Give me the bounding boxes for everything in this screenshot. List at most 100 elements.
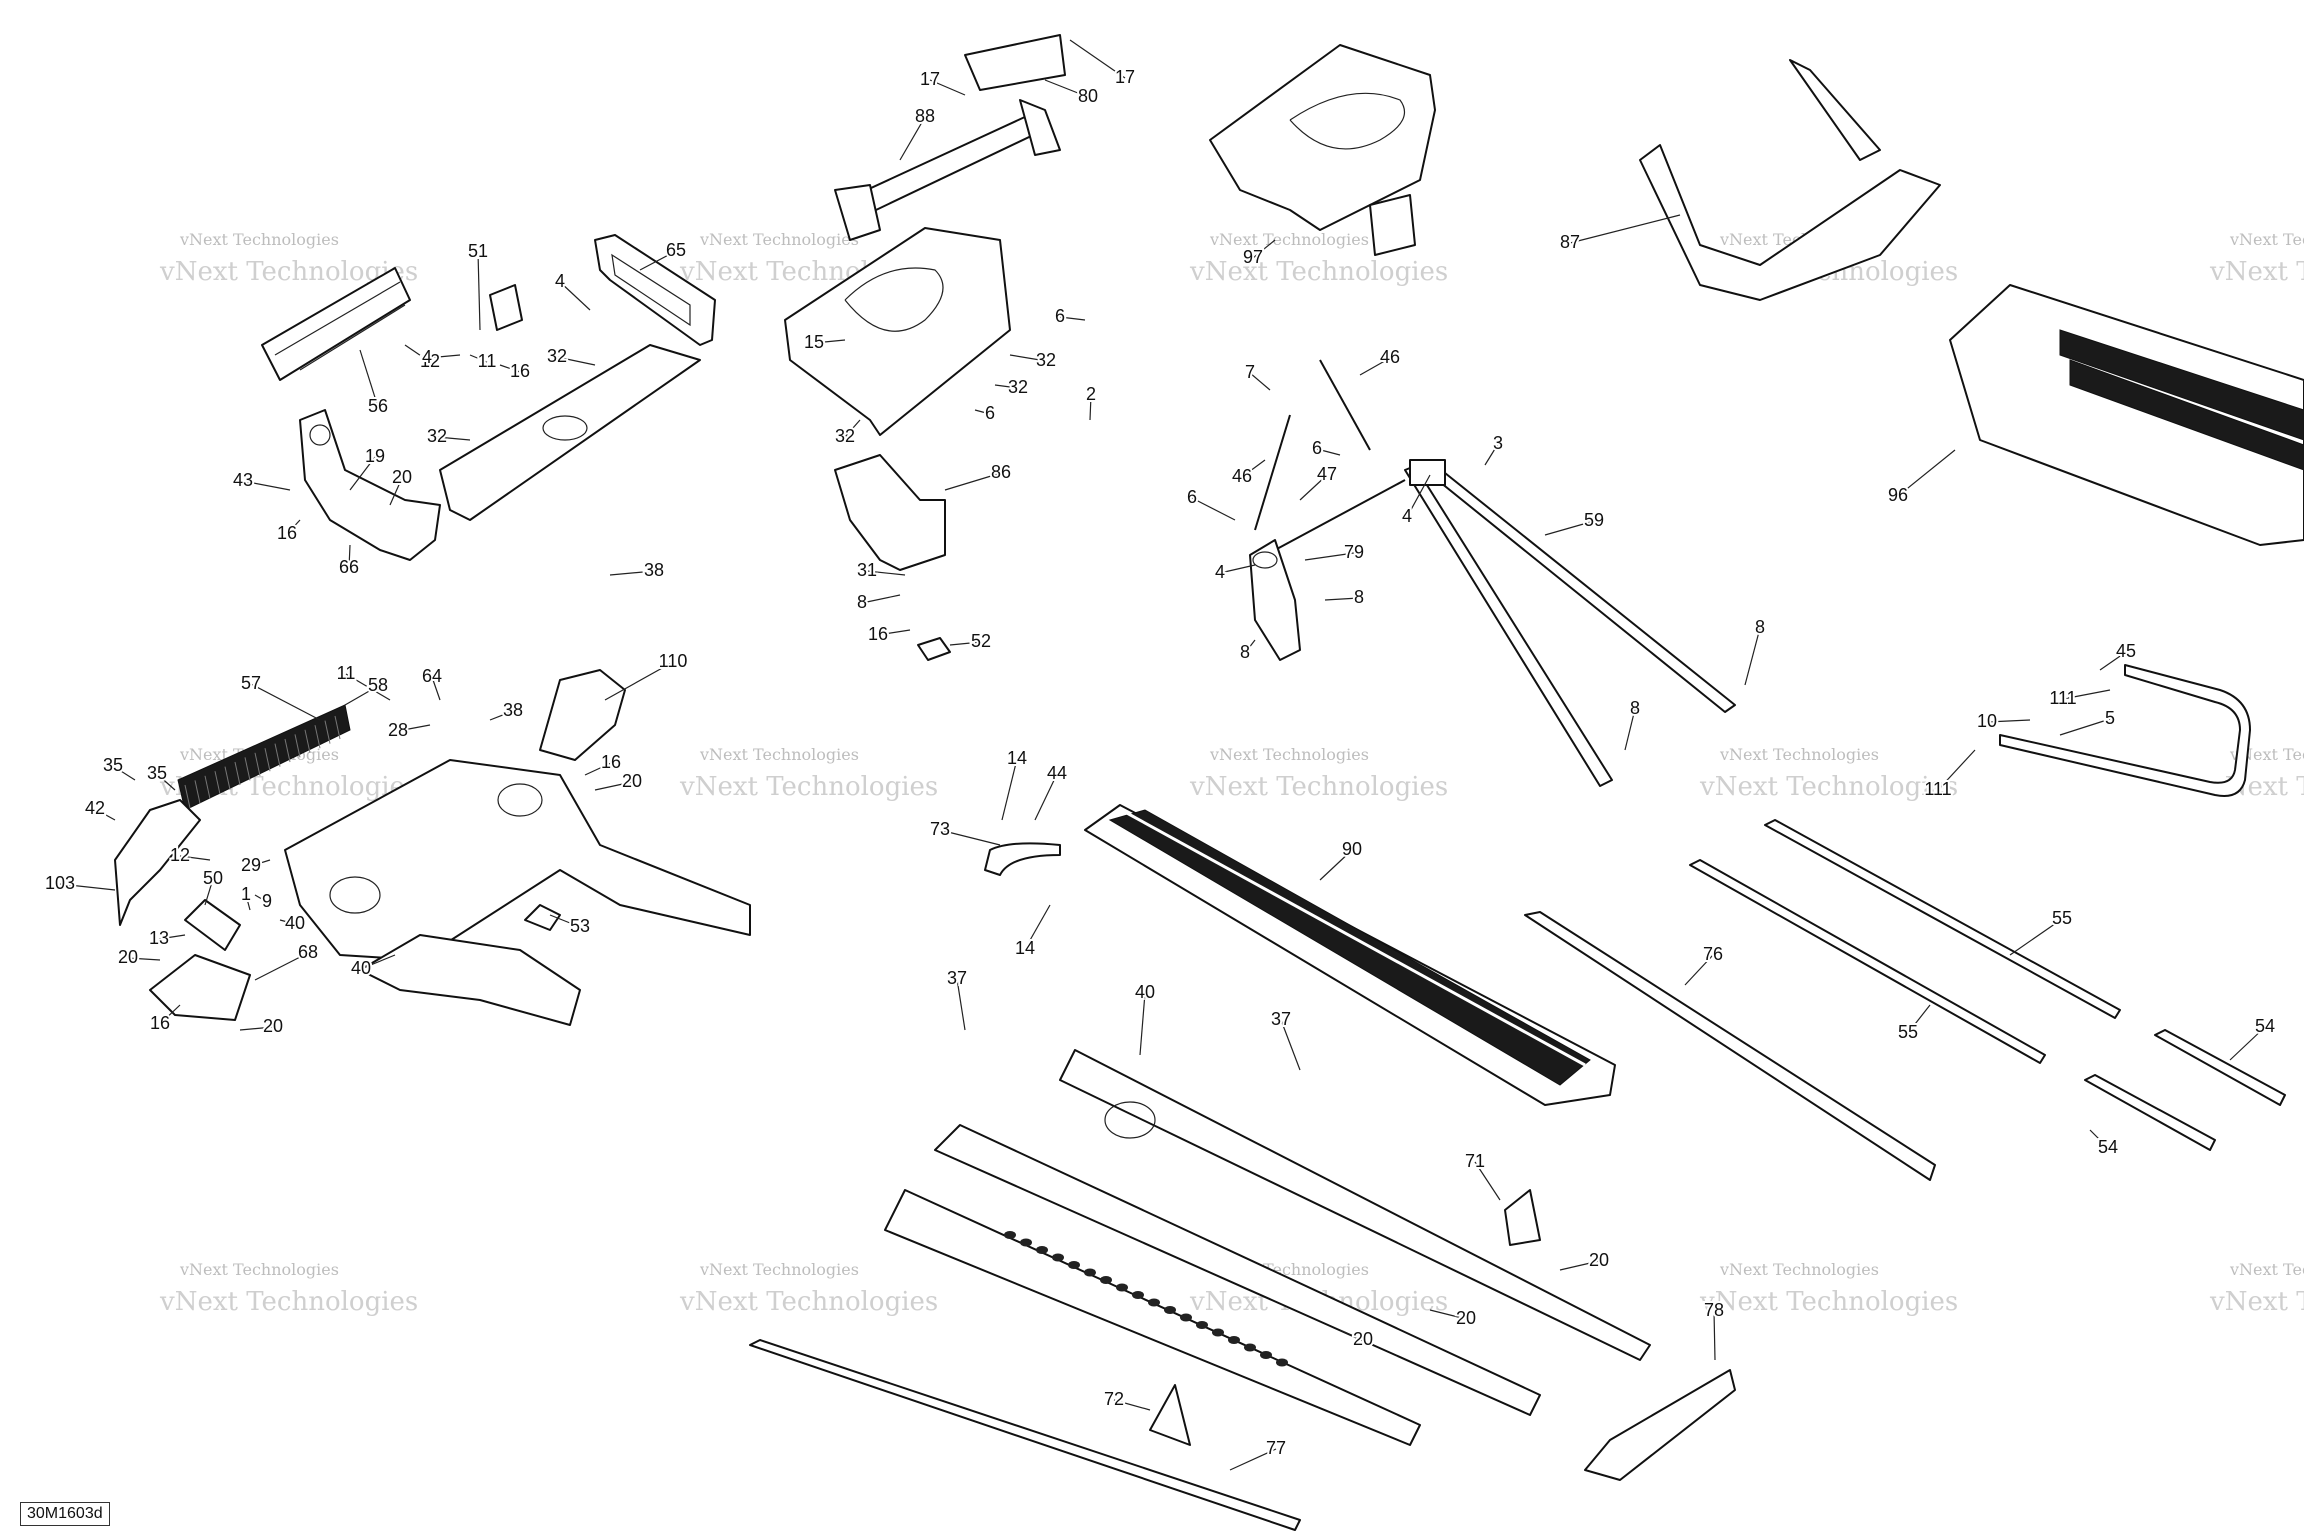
callout-number: 59 xyxy=(1584,510,1604,530)
callout-number: 103 xyxy=(45,873,75,893)
callout-number: 46 xyxy=(1380,347,1400,367)
callout-number: 78 xyxy=(1704,1300,1724,1320)
watermark-line1: vNext Technologies xyxy=(179,230,339,249)
callout-number: 20 xyxy=(118,947,138,967)
callout-leader xyxy=(956,978,966,1031)
radiator-fin xyxy=(314,725,321,749)
tunnel-slot xyxy=(1020,1238,1032,1247)
tunnel-slot xyxy=(1068,1261,1080,1269)
callout-number: 8 xyxy=(1755,617,1765,637)
callout-number: 8 xyxy=(857,592,867,612)
tunnel-slot xyxy=(1052,1253,1064,1262)
callout-number: 110 xyxy=(659,651,688,671)
watermark-line1: vNext Technologies xyxy=(1719,745,1879,764)
callout-leader xyxy=(469,354,488,363)
watermark-line1: vNext Technologies xyxy=(699,1260,859,1279)
callout-leader xyxy=(584,762,612,776)
part-plate-68 xyxy=(149,954,251,1021)
callout-leader xyxy=(254,952,309,981)
part-tierods-59 xyxy=(1404,459,1736,787)
radiator-fin xyxy=(194,780,201,804)
callout-leader xyxy=(944,472,1002,491)
callout-leader xyxy=(2009,918,2063,956)
callout-number: 72 xyxy=(1104,1389,1124,1409)
callout-number: 16 xyxy=(601,752,621,772)
callout-number: 4 xyxy=(422,347,432,367)
part-exchanger-50 xyxy=(184,899,241,951)
callout-number: 40 xyxy=(1135,982,1155,1002)
tunnel-slot xyxy=(1100,1276,1112,1284)
callout-leader xyxy=(1252,239,1276,259)
radiator-fin xyxy=(324,720,331,744)
callout-leader xyxy=(1339,1329,1364,1341)
callout-leader xyxy=(1897,449,1956,497)
callout-number: 58 xyxy=(368,675,388,695)
tunnel-slot xyxy=(1196,1321,1208,1329)
callout-number: 66 xyxy=(339,557,359,577)
callout-number: 42 xyxy=(85,798,105,818)
callout-number: 90 xyxy=(1342,839,1362,859)
radiator-fin xyxy=(184,784,191,809)
callout-number: 2 xyxy=(1086,384,1096,404)
part-bracket-71 xyxy=(1504,1189,1541,1246)
radiator-fin xyxy=(244,757,251,781)
callout-number: 87 xyxy=(1560,232,1580,252)
callout-number: 6 xyxy=(1187,487,1197,507)
part-column-88 xyxy=(834,34,1066,241)
callout-leader xyxy=(1191,497,1236,521)
callout-number: 56 xyxy=(368,396,388,416)
callout-number: 16 xyxy=(868,624,888,644)
callout-number: 17 xyxy=(1115,67,1135,87)
callout-leader xyxy=(1089,394,1092,421)
callout-leader xyxy=(348,544,351,569)
callout-leader xyxy=(866,570,906,576)
watermark-line2: vNext Technologies xyxy=(1699,772,1958,802)
watermark-line1: vNext Technologies xyxy=(699,745,859,764)
callout-number: 96 xyxy=(1888,485,1908,505)
callout-leader xyxy=(974,409,991,415)
callout-number: 32 xyxy=(427,426,447,446)
watermark-line1: vNext Technologies xyxy=(1209,230,1369,249)
watermark-line2: vNext Technologies xyxy=(1699,1287,1958,1317)
callout-number: 8 xyxy=(1354,587,1364,607)
tunnel-slot xyxy=(1164,1306,1176,1314)
callout-leader xyxy=(1139,992,1146,1056)
callout-number: 11 xyxy=(337,663,356,683)
callout-number: 11 xyxy=(478,351,497,371)
part-plate-32 xyxy=(439,344,701,521)
part-bracket-66 xyxy=(299,409,441,561)
callout-leader xyxy=(1324,597,1360,601)
part-tunnel-side-40 xyxy=(1059,1049,1651,1361)
callout-number: 40 xyxy=(285,913,305,933)
callout-number: 43 xyxy=(233,470,253,490)
callout-leader xyxy=(899,116,926,161)
callout-leader xyxy=(1044,79,1089,98)
watermark-line2: vNext Technologies xyxy=(2209,1287,2304,1317)
callout-leader xyxy=(344,685,379,706)
callout-number: 38 xyxy=(503,700,523,720)
callout-leader xyxy=(1624,708,1636,751)
callout-leader xyxy=(389,477,403,506)
callout-leader xyxy=(179,855,211,861)
callout-number: 4 xyxy=(555,271,565,291)
callout-number: 8 xyxy=(1630,698,1640,718)
callout-leader xyxy=(861,594,901,604)
callout-number: 79 xyxy=(1344,542,1364,562)
callout-leader xyxy=(397,724,431,732)
part-rear-78 xyxy=(1584,1369,1736,1481)
part-rail-55-lower xyxy=(1689,859,2046,1064)
part-tunnel-side-20-mid xyxy=(934,1124,1541,1416)
part-rail-77 xyxy=(749,1339,1301,1531)
callout-number: 14 xyxy=(1015,938,1035,958)
callout-leader xyxy=(239,1026,274,1031)
part-arm-65 xyxy=(594,234,716,346)
callout-leader xyxy=(1907,1004,1931,1034)
callout-leader xyxy=(360,954,396,970)
callout-number: 20 xyxy=(622,771,642,791)
callout-leader xyxy=(639,250,677,271)
callout-leader xyxy=(431,676,441,701)
part-fitting-73 xyxy=(984,842,1061,876)
callout-number: 111 xyxy=(2049,688,2076,708)
callout-leader xyxy=(1280,1019,1301,1071)
